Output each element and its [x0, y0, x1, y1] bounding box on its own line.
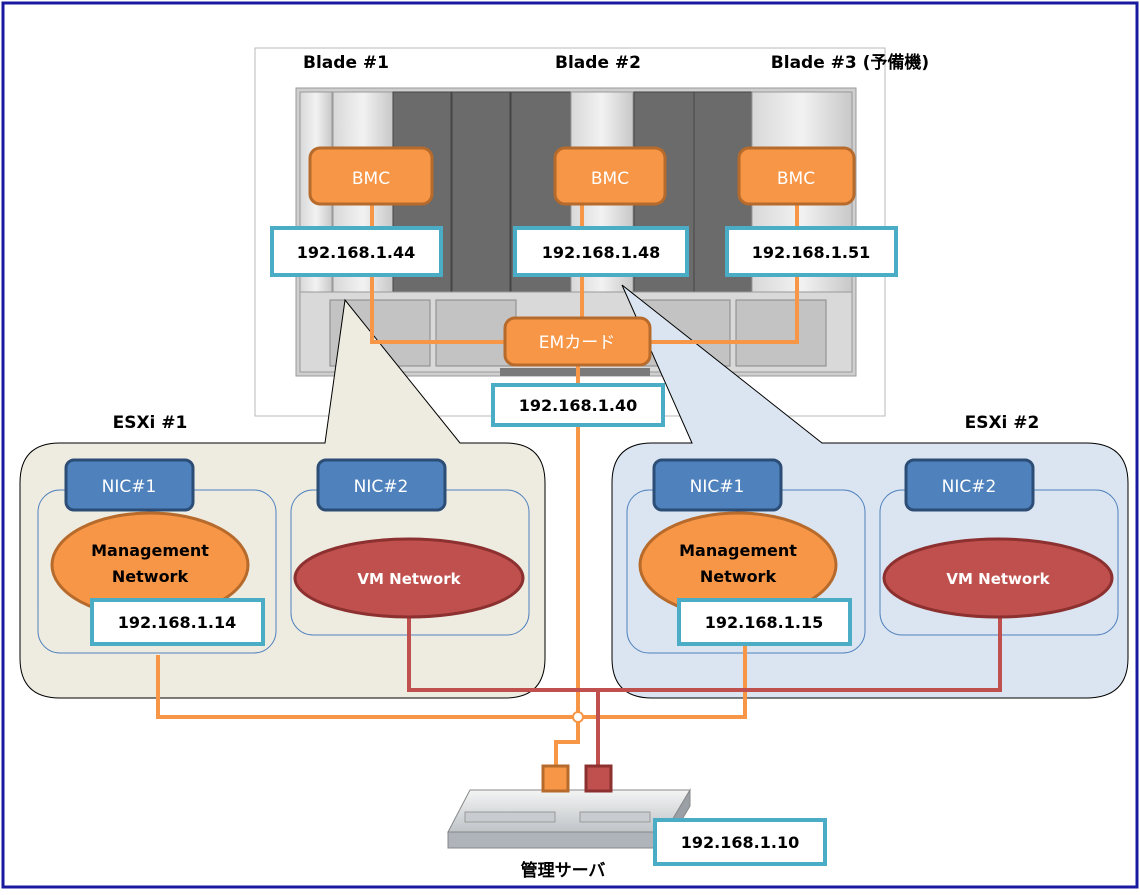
- esxi-2-ip: 192.168.1.15: [705, 613, 823, 632]
- esxi-2-nic1-label: NIC#1: [690, 477, 745, 497]
- blade-3-ip-box: 192.168.1.51: [725, 226, 898, 277]
- bmc-3: BMC: [737, 146, 856, 206]
- blade-3-ip: 192.168.1.51: [752, 243, 870, 262]
- esxi-2-vm-network-label: VM Network: [946, 570, 1050, 588]
- esxi-2-nic2-label: NIC#2: [942, 477, 997, 497]
- mgmt-server-port-red: [584, 764, 613, 793]
- esxi-2-mgmt-line2: Network: [700, 567, 777, 586]
- esxi-2-ip-box: 192.168.1.15: [677, 598, 852, 646]
- bmc-1: BMC: [308, 146, 434, 206]
- bmc-1-label: BMC: [352, 169, 390, 189]
- esxi-2-mgmt-line1: Management: [679, 541, 797, 560]
- esxi-1-vm-network-label: VM Network: [357, 570, 461, 588]
- blade-3-label: Blade #3 (予備機): [771, 52, 929, 73]
- bmc-2: BMC: [553, 146, 667, 206]
- esxi-1-vm-network: VM Network: [293, 537, 525, 619]
- esxi-1-management-network: Management Network: [50, 511, 250, 619]
- esxi-1-mgmt-line2: Network: [112, 567, 189, 586]
- esxi-1-ip: 192.168.1.14: [118, 613, 236, 632]
- esxi-2-management-network: Management Network: [638, 511, 838, 619]
- esxi-2-vm-network: VM Network: [882, 537, 1114, 619]
- em-card-ip: 192.168.1.40: [519, 396, 637, 415]
- em-card: EMカード: [503, 316, 652, 367]
- mgmt-server-label: 管理サーバ: [521, 860, 606, 881]
- em-card-ip-box: 192.168.1.40: [491, 383, 665, 427]
- blade-2-ip-box: 192.168.1.48: [513, 226, 689, 277]
- blade-1-ip: 192.168.1.44: [297, 243, 415, 262]
- esxi-1-nic2: NIC#2: [316, 458, 447, 512]
- bmc-2-label: BMC: [591, 169, 629, 189]
- mgmt-server-ip-box: 192.168.1.10: [653, 818, 827, 866]
- esxi-2-nic2: NIC#2: [904, 458, 1035, 512]
- orange-links: [156, 195, 799, 766]
- junction-dot: [572, 711, 584, 723]
- esxi-2-nic1: NIC#1: [652, 458, 783, 512]
- esxi-1-nic1: NIC#1: [64, 458, 195, 512]
- mgmt-server-ip: 192.168.1.10: [681, 833, 799, 852]
- esxi-1-label: ESXi #1: [113, 413, 188, 433]
- mgmt-server-port-orange: [541, 764, 570, 793]
- esxi-1-nic1-label: NIC#1: [102, 477, 157, 497]
- esxi-1-mgmt-line1: Management: [91, 541, 209, 560]
- management-server-image: [447, 788, 691, 850]
- em-card-label: EMカード: [539, 333, 615, 353]
- bmc-3-label: BMC: [777, 169, 815, 189]
- blade-1-ip-box: 192.168.1.44: [270, 226, 443, 277]
- esxi-1-ip-box: 192.168.1.14: [90, 598, 265, 646]
- blade-2-label: Blade #2: [555, 53, 641, 73]
- blade-1-label: Blade #1: [303, 53, 389, 73]
- esxi-2-label: ESXi #2: [965, 413, 1040, 433]
- esxi-1-nic2-label: NIC#2: [354, 477, 409, 497]
- red-links: [407, 615, 1002, 766]
- blade-2-ip: 192.168.1.48: [542, 243, 660, 262]
